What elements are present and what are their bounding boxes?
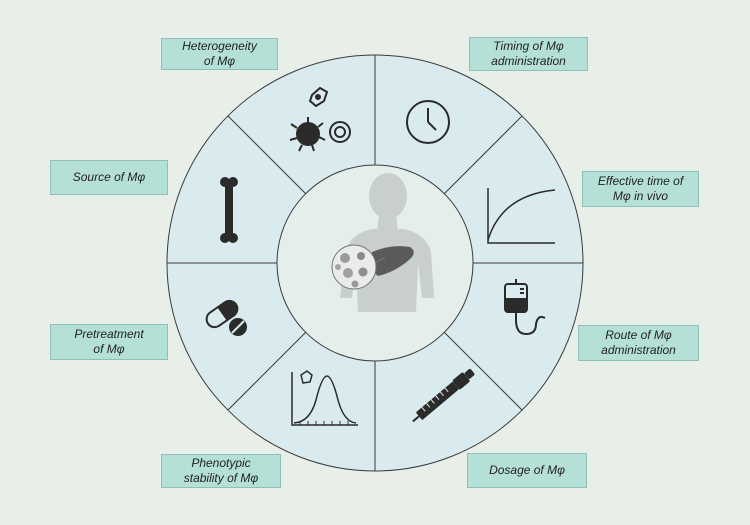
label-line: Timing of Mφ bbox=[493, 39, 564, 53]
label-dosage: Dosage of Mφ bbox=[467, 453, 587, 488]
label-effective-time: Effective time of Mφ in vivo bbox=[582, 171, 699, 207]
label-timing: Timing of Mφ administration bbox=[469, 37, 588, 71]
label-line: Pretreatment bbox=[74, 327, 144, 341]
label-phenotypic-stability: Phenotypic stability of Mφ bbox=[161, 454, 281, 488]
bell-curve-icon bbox=[291, 370, 358, 426]
liver-icon bbox=[371, 246, 414, 276]
macrophage-cluster-icon bbox=[331, 244, 377, 290]
label-line: of Mφ bbox=[93, 342, 125, 356]
label-line: Route of Mφ bbox=[605, 328, 672, 342]
label-line: Dosage of Mφ bbox=[489, 463, 565, 477]
clock-icon bbox=[406, 100, 450, 144]
iv-bag-icon bbox=[504, 279, 546, 336]
label-line: Source of Mφ bbox=[72, 170, 146, 184]
label-line: administration bbox=[491, 54, 566, 68]
label-line: Mφ in vivo bbox=[612, 189, 669, 203]
label-line: Effective time of bbox=[597, 174, 684, 188]
bone-icon bbox=[220, 177, 238, 243]
label-heterogeneity: Heterogeneity of Mφ bbox=[161, 38, 278, 70]
curve-graph-icon bbox=[487, 188, 556, 244]
label-line: Heterogeneity bbox=[182, 39, 257, 53]
label-line: stability of Mφ bbox=[183, 471, 259, 485]
label-line: of Mφ bbox=[203, 54, 236, 68]
macrophage-cells-icon bbox=[289, 86, 351, 152]
label-line: administration bbox=[601, 343, 676, 357]
syringe-pen-icon bbox=[412, 369, 475, 423]
label-line: Phenotypic bbox=[191, 456, 251, 470]
segment-dividers bbox=[167, 55, 583, 471]
label-pretreatment: Pretreatment of Mφ bbox=[50, 324, 168, 360]
label-route: Route of Mφ administration bbox=[578, 325, 699, 361]
label-source: Source of Mφ bbox=[50, 160, 168, 195]
pill-icon bbox=[205, 299, 247, 336]
